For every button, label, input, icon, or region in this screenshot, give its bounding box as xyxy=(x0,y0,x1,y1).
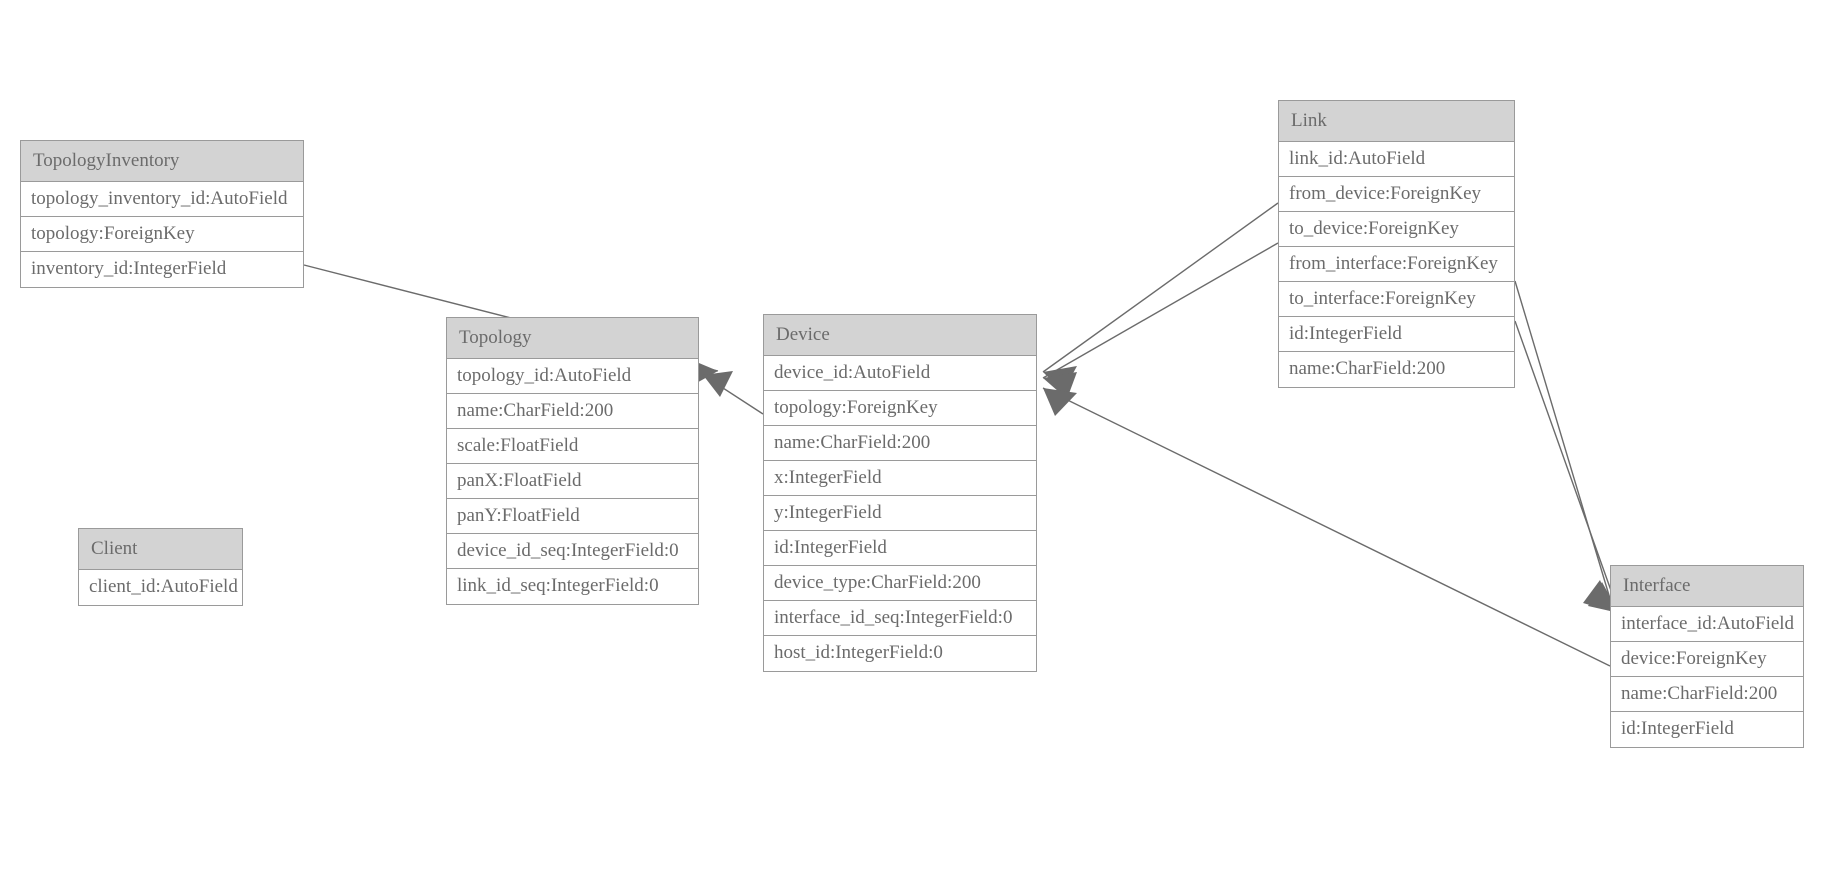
entity-fields-client: client_id:AutoField xyxy=(79,570,242,605)
entity-field: inventory_id:IntegerField xyxy=(31,258,227,279)
entity-field: link_id_seq:IntegerField:0 xyxy=(457,575,659,596)
relationship-link-to-device xyxy=(1042,242,1279,399)
entity-field: device_type:CharField:200 xyxy=(764,566,1036,601)
relationship-line xyxy=(1514,280,1615,613)
entity-field: topology_inventory_id:AutoField xyxy=(21,182,303,217)
entity-title-client: Client xyxy=(79,529,242,570)
entity-title-topology-inventory: TopologyInventory xyxy=(21,141,303,182)
relationship-line xyxy=(1514,320,1620,614)
entity-title-topology: Topology xyxy=(447,318,698,359)
entity-client[interactable]: Client client_id:AutoField xyxy=(78,528,243,606)
entity-field: from_device:ForeignKey xyxy=(1279,177,1514,212)
arrowhead-icon xyxy=(1043,388,1077,416)
arrowhead-icon xyxy=(1043,372,1077,399)
relationship-line xyxy=(1042,242,1279,379)
entity-field: device:ForeignKey xyxy=(1611,642,1803,677)
entity-field: x:IntegerField xyxy=(764,461,1036,496)
entity-field: panX:FloatField xyxy=(447,464,698,499)
entity-field: panY:FloatField xyxy=(447,499,698,534)
entity-title-device: Device xyxy=(764,315,1036,356)
relationship-line xyxy=(702,374,764,415)
entity-field: name:CharField:200 xyxy=(1289,358,1446,379)
entity-field: interface_id:AutoField xyxy=(1611,607,1803,642)
arrowhead-icon xyxy=(1043,366,1077,392)
entity-field: link_id:AutoField xyxy=(1279,142,1514,177)
entity-field: interface_id_seq:IntegerField:0 xyxy=(764,601,1036,636)
entity-field: to_device:ForeignKey xyxy=(1279,212,1514,247)
arrowhead-icon xyxy=(703,371,733,397)
relationship-link-to-interface xyxy=(1514,320,1620,614)
entity-title-interface: Interface xyxy=(1611,566,1803,607)
entity-field: id:IntegerField xyxy=(1621,718,1734,739)
entity-field: topology:ForeignKey xyxy=(764,391,1036,426)
entity-title-link: Link xyxy=(1279,101,1514,142)
relationship-interface-device xyxy=(1042,387,1611,667)
relationship-line xyxy=(1042,387,1611,667)
entity-field: topology:ForeignKey xyxy=(21,217,303,252)
entity-field: client_id:AutoField xyxy=(89,576,238,597)
relationship-device-topology xyxy=(702,371,764,415)
entity-field: to_interface:ForeignKey xyxy=(1279,282,1514,317)
entity-field: y:IntegerField xyxy=(764,496,1036,531)
entity-field: id:IntegerField xyxy=(1279,317,1514,352)
relationship-link-from-device xyxy=(1042,202,1279,392)
entity-field: name:CharField:200 xyxy=(764,426,1036,461)
relationship-line xyxy=(1042,202,1279,373)
entity-field: scale:FloatField xyxy=(447,429,698,464)
entity-field: name:CharField:200 xyxy=(1611,677,1803,712)
entity-field: name:CharField:200 xyxy=(447,394,698,429)
entity-field: id:IntegerField xyxy=(764,531,1036,566)
entity-field: topology_id:AutoField xyxy=(447,359,698,394)
relationship-link-from-interface xyxy=(1514,280,1615,613)
entity-field: from_interface:ForeignKey xyxy=(1279,247,1514,282)
entity-field: device_id_seq:IntegerField:0 xyxy=(447,534,698,569)
entity-field: device_id:AutoField xyxy=(764,356,1036,391)
entity-field: host_id:IntegerField:0 xyxy=(774,642,943,663)
